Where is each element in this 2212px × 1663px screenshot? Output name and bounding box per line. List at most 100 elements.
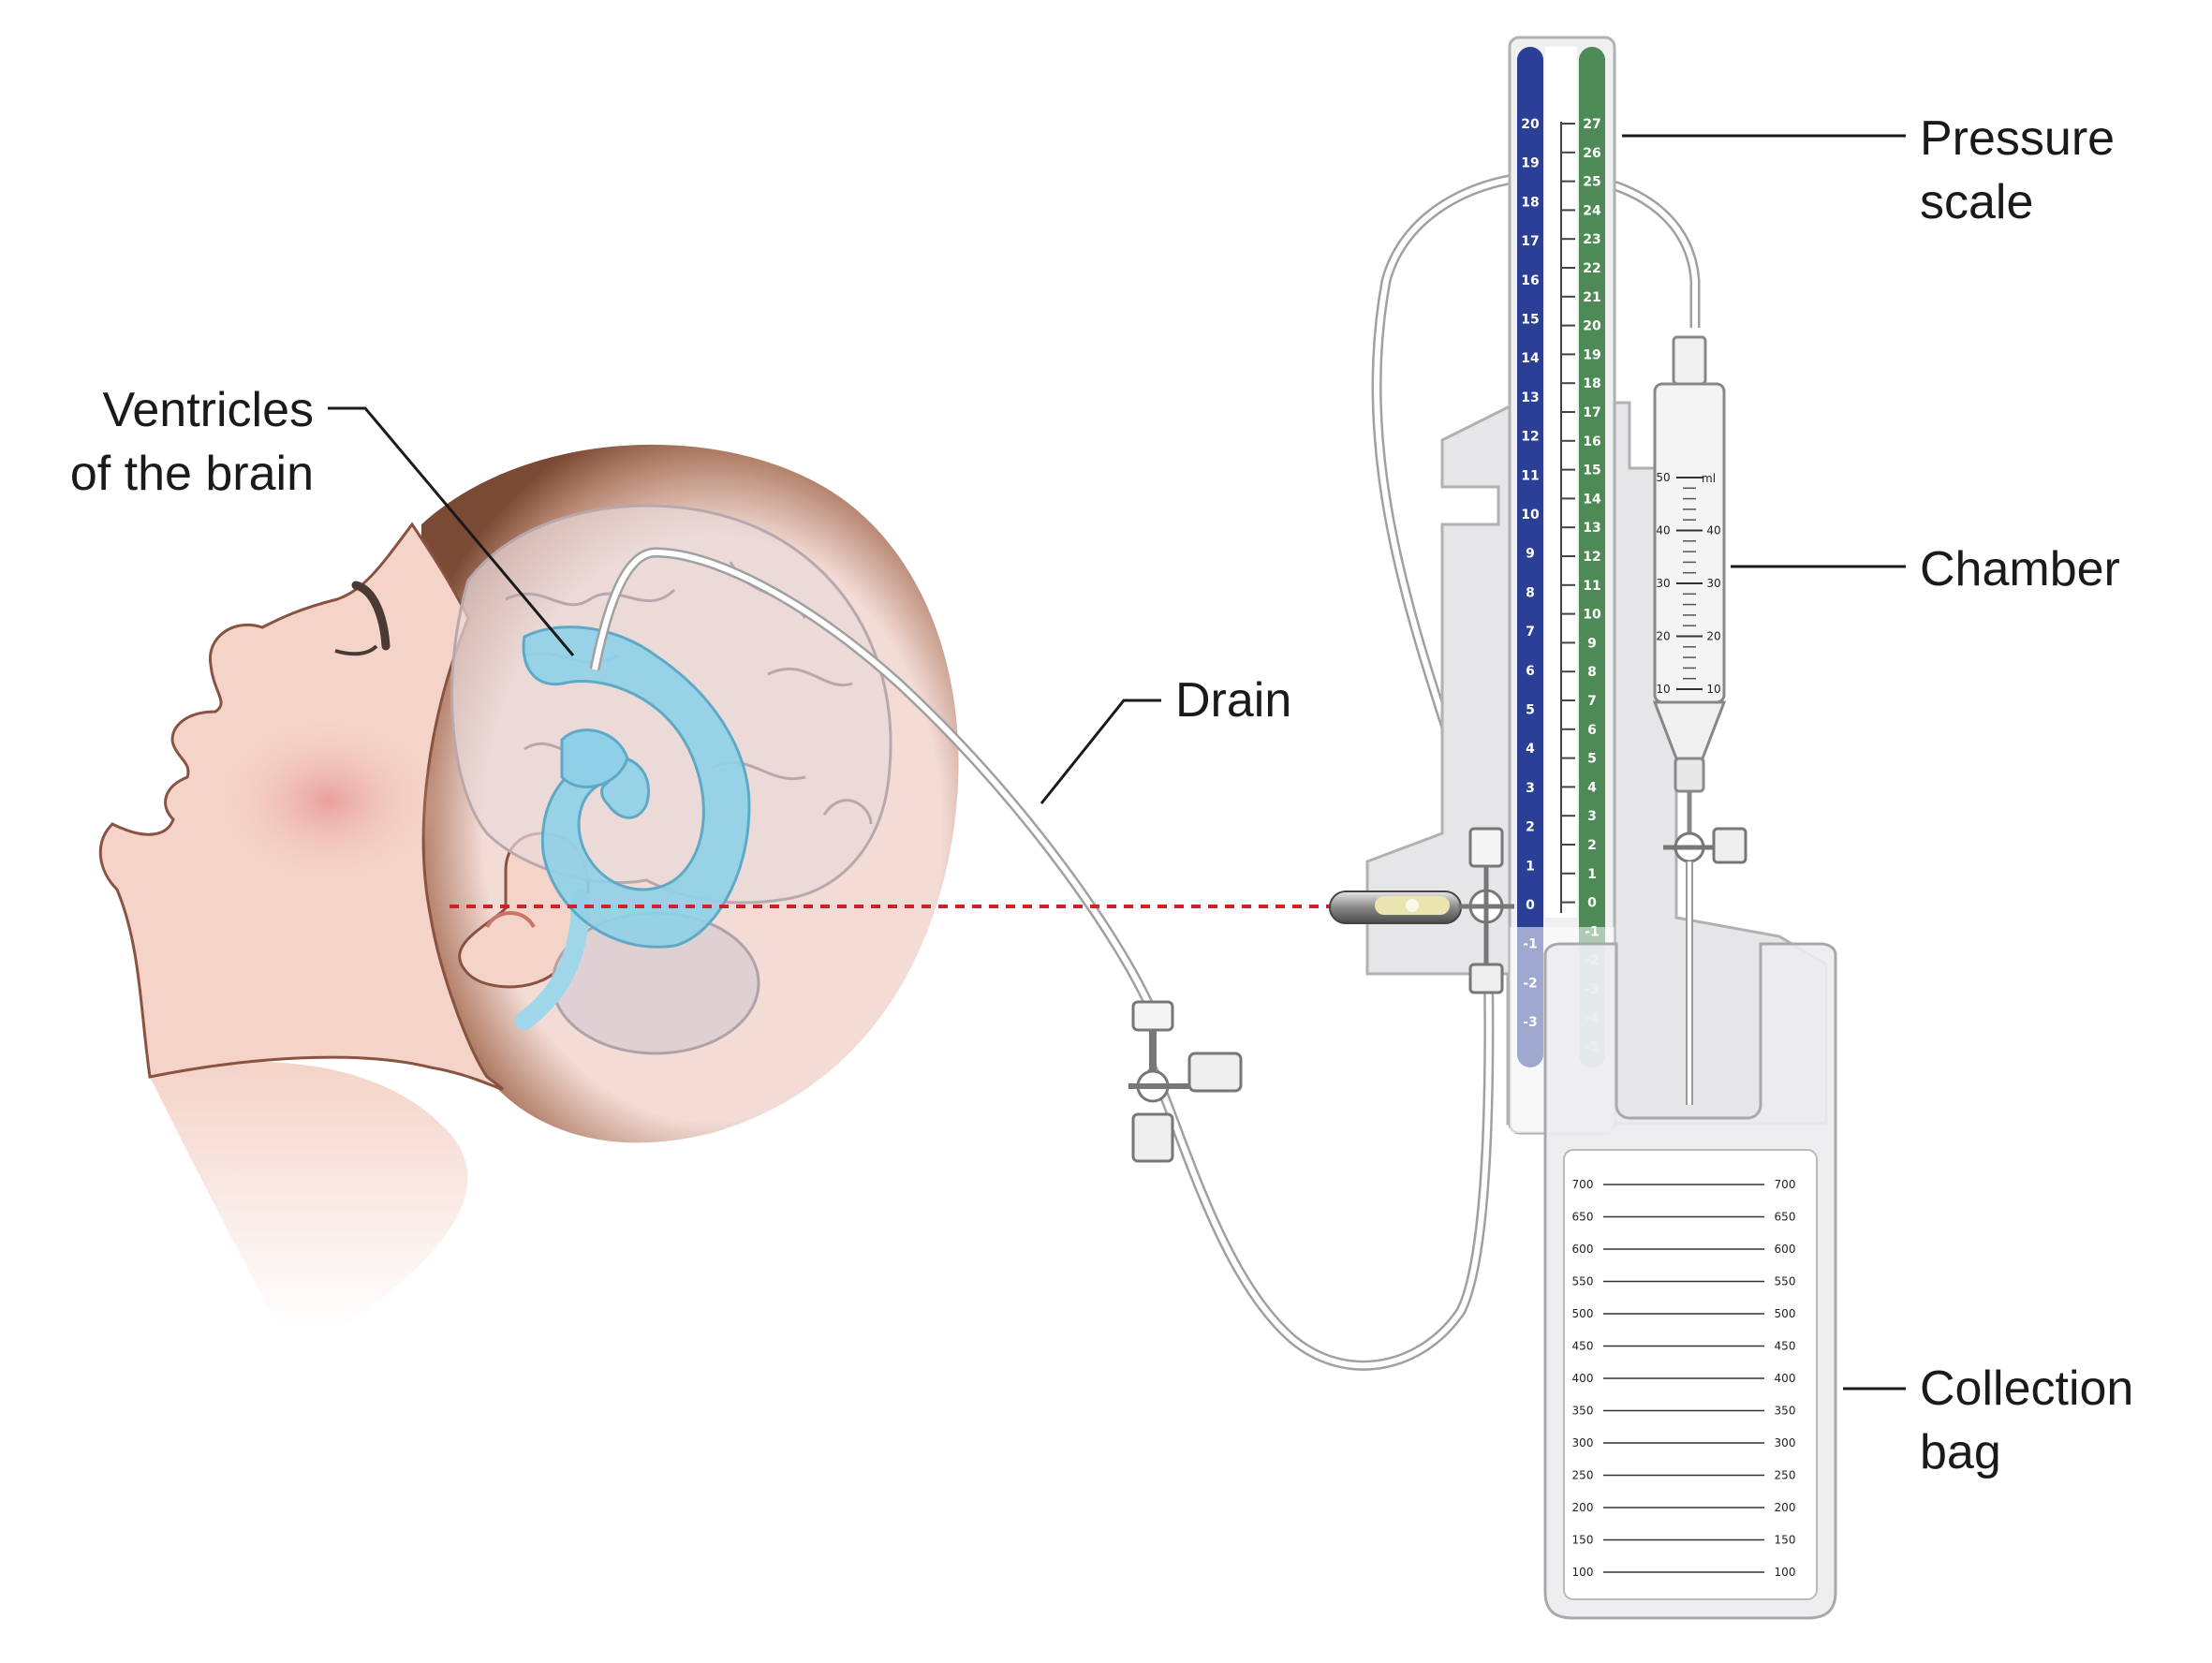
blue-scale-label: 10 xyxy=(1521,508,1540,522)
label-ventricles-line2: of the brain xyxy=(70,447,314,501)
chamber-label-left: 30 xyxy=(1656,577,1670,590)
green-scale-label: 0 xyxy=(1587,896,1597,911)
lateral-ventricle xyxy=(522,625,751,949)
green-scale-label: 13 xyxy=(1583,521,1600,536)
blue-scale-label: 12 xyxy=(1521,430,1539,445)
callouts: Ventricles of the brain Drain Pressure s… xyxy=(70,111,2134,1479)
blue-scale-label: 6 xyxy=(1526,664,1535,679)
bag-label-right: 450 xyxy=(1775,1340,1796,1353)
chamber-label-right: 10 xyxy=(1706,683,1720,696)
green-scale-label: 3 xyxy=(1587,809,1597,824)
bag-label-right: 250 xyxy=(1775,1469,1796,1482)
blue-scale-label: 3 xyxy=(1526,781,1535,796)
label-ventricles-line1: Ventricles xyxy=(103,383,314,437)
green-scale-label: 7 xyxy=(1587,694,1597,709)
green-scale-label: 2 xyxy=(1587,838,1597,853)
eyebrow xyxy=(351,581,391,651)
ear-inner xyxy=(485,911,536,929)
drain-tubing xyxy=(589,170,1701,1371)
bag-label-right: 500 xyxy=(1775,1307,1796,1320)
stopcock-patient xyxy=(1128,1000,1243,1163)
blue-scale-label: 13 xyxy=(1521,390,1539,405)
green-scale-bar xyxy=(1579,47,1605,1067)
green-scale-label: 24 xyxy=(1583,203,1601,218)
cheek-blush xyxy=(215,716,440,885)
bag-label-right: 150 xyxy=(1775,1534,1796,1547)
closed-eye xyxy=(334,644,378,656)
chamber-label-left: 50 xyxy=(1656,471,1670,484)
scale-ticks xyxy=(1561,123,1575,904)
blue-scale-label: 15 xyxy=(1521,313,1539,328)
chamber-label-left: 20 xyxy=(1656,630,1670,643)
label-collection-line2: bag xyxy=(1920,1425,2001,1479)
blue-scale-label: 17 xyxy=(1521,234,1539,249)
green-scale-label: 9 xyxy=(1587,636,1597,651)
green-scale-label: 17 xyxy=(1583,405,1600,420)
blue-scale-label: 14 xyxy=(1521,351,1540,366)
bag-label-left: 150 xyxy=(1572,1534,1594,1547)
blue-scale-label: 11 xyxy=(1521,468,1539,483)
leader-drain xyxy=(1040,699,1161,804)
blue-scale-label: 2 xyxy=(1526,820,1535,835)
green-scale-label: 10 xyxy=(1583,608,1601,623)
chamber-label-right: 30 xyxy=(1706,577,1720,590)
chamber-label-left: 10 xyxy=(1656,683,1670,696)
leader-ventricles xyxy=(328,406,575,656)
label-pressure-line2: scale xyxy=(1920,175,2033,229)
green-scale-label: 12 xyxy=(1583,550,1600,565)
bag-label-left: 200 xyxy=(1572,1501,1594,1514)
blue-scale-label: 19 xyxy=(1521,156,1539,171)
bag-label-left: 600 xyxy=(1572,1243,1594,1256)
blue-scale-label: 7 xyxy=(1526,625,1535,640)
green-scale-label: 25 xyxy=(1583,175,1600,190)
bag-label-right: 700 xyxy=(1775,1178,1796,1191)
bag-label-right: 300 xyxy=(1775,1436,1796,1450)
green-scale-label: 8 xyxy=(1587,665,1597,680)
green-scale-label: 6 xyxy=(1587,723,1597,738)
third-ventricle xyxy=(560,728,629,788)
bag-label-left: 400 xyxy=(1572,1372,1594,1385)
blue-scale-label: 16 xyxy=(1521,273,1539,288)
green-scale-label: 22 xyxy=(1583,261,1600,276)
chamber-unit: ml xyxy=(1702,472,1716,485)
label-pressure-line1: Pressure xyxy=(1920,111,2115,166)
green-scale-label: 18 xyxy=(1583,376,1600,391)
green-scale-label: 14 xyxy=(1583,492,1601,507)
bag-label-left: 250 xyxy=(1572,1469,1594,1482)
chamber-label-left: 40 xyxy=(1656,524,1670,537)
blue-scale-bar xyxy=(1517,47,1543,1067)
blue-scale-label: 9 xyxy=(1526,547,1535,562)
green-scale-label: 21 xyxy=(1583,290,1600,305)
label-chamber: Chamber xyxy=(1920,542,2120,596)
bag-label-left: 450 xyxy=(1572,1340,1594,1353)
green-scale-label: 1 xyxy=(1587,867,1597,882)
bag-label-left: 550 xyxy=(1572,1275,1594,1288)
stopcock-device xyxy=(1458,827,1514,994)
bag-label-left: 700 xyxy=(1572,1178,1594,1191)
bag-label-left: 350 xyxy=(1572,1405,1594,1418)
blue-scale-label: 1 xyxy=(1526,859,1535,874)
green-scale-label: 16 xyxy=(1583,434,1600,449)
bag-label-right: 600 xyxy=(1775,1243,1796,1256)
blue-scale-label: 8 xyxy=(1526,585,1535,600)
bag-label-left: 650 xyxy=(1572,1211,1594,1224)
green-scale-label: 20 xyxy=(1583,319,1601,334)
bubble-level xyxy=(1329,890,1462,924)
bag-label-left: 100 xyxy=(1572,1566,1594,1579)
green-scale-label: 27 xyxy=(1583,117,1600,132)
blue-scale-label: 20 xyxy=(1521,117,1540,132)
bag-label-right: 650 xyxy=(1775,1211,1796,1224)
green-scale-label: 15 xyxy=(1583,464,1600,478)
bag-label-right: 100 xyxy=(1775,1566,1796,1579)
neck xyxy=(150,1062,468,1330)
green-scale-label: 26 xyxy=(1583,146,1600,161)
green-scale-label: 23 xyxy=(1583,232,1600,247)
bag-label-left: 300 xyxy=(1572,1436,1594,1450)
bag-label-right: 200 xyxy=(1775,1501,1796,1514)
